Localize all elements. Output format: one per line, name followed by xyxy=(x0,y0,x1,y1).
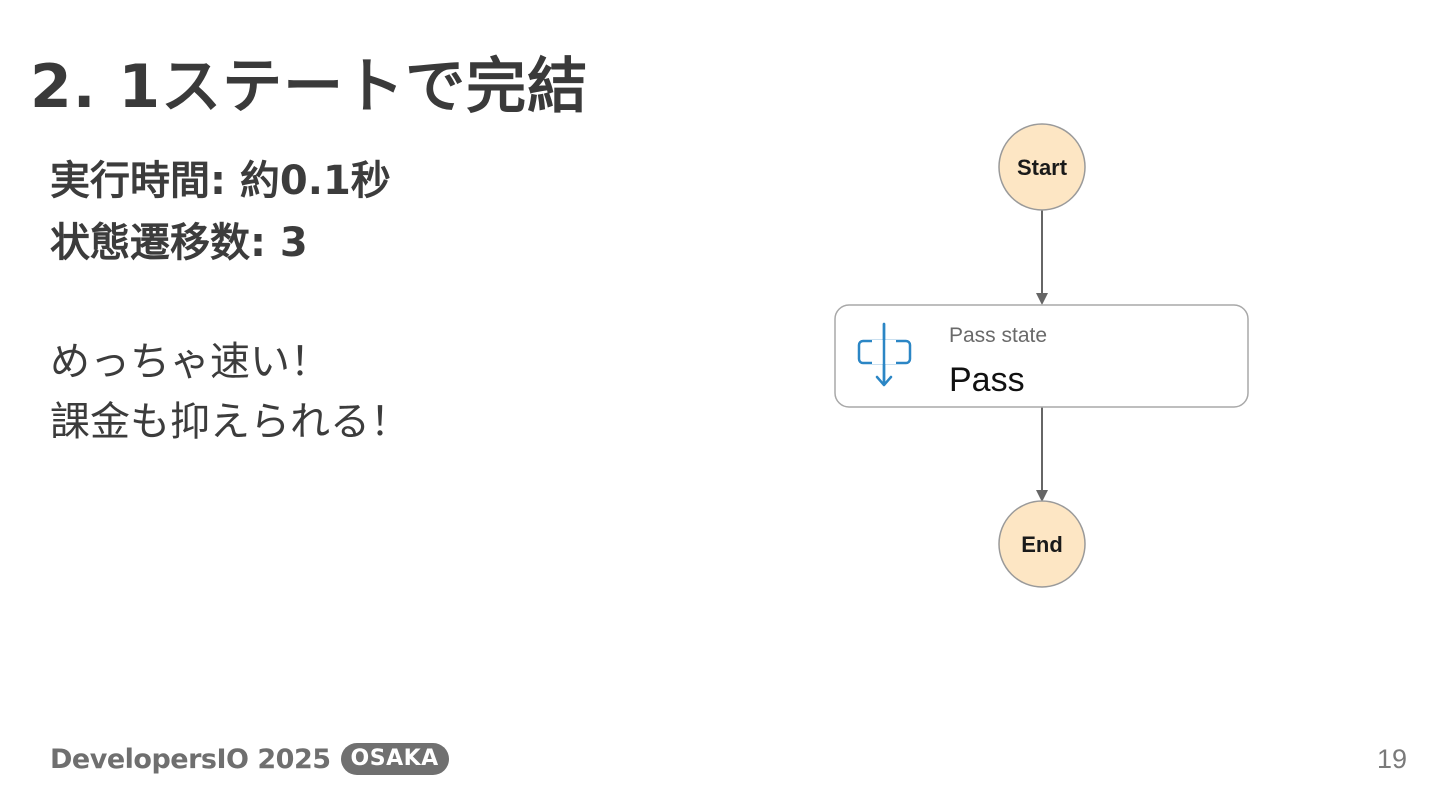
brand-logo-text: DevelopersIO 2025 xyxy=(50,743,331,775)
execution-time-stat: 実行時間: 約0.1秒 xyxy=(50,158,391,204)
note-fast: めっちゃ速い！ xyxy=(50,339,330,385)
page-number: 19 xyxy=(1376,744,1407,774)
end-node[interactable]: End xyxy=(998,500,1086,588)
stats-block: 実行時間: 約0.1秒 状態遷移数: 3 xyxy=(50,150,391,274)
start-node-label: Start xyxy=(1017,155,1068,180)
brand-location-badge: OSAKA xyxy=(340,743,449,775)
end-node-label: End xyxy=(1021,532,1063,557)
pass-state-type-label: Pass state xyxy=(949,324,1047,347)
pass-state-name: Pass xyxy=(949,361,1025,399)
notes-block: めっちゃ速い！ 課金も抑えられる！ xyxy=(50,332,410,452)
note-cost: 課金も抑えられる！ xyxy=(50,399,410,445)
footer-brand: DevelopersIO 2025 OSAKA xyxy=(50,743,449,775)
state-transitions-stat: 状態遷移数: 3 xyxy=(50,220,308,266)
slide-title: 2. 1ステートで完結 xyxy=(30,52,589,122)
pass-state-node[interactable]: Pass state Pass xyxy=(834,304,1249,408)
start-node[interactable]: Start xyxy=(998,123,1086,211)
